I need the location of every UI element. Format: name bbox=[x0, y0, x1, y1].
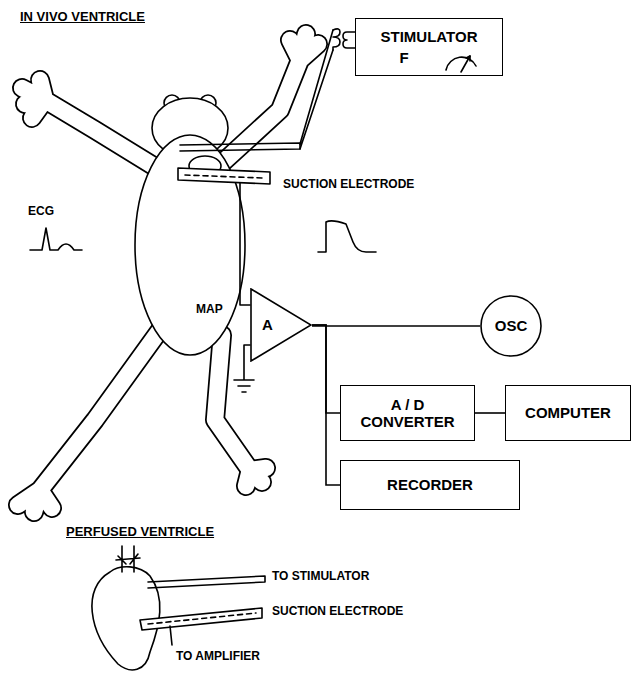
suction-electrode-stroke bbox=[240, 183, 250, 305]
frog-limbs bbox=[18, 34, 318, 512]
suction-electrode bbox=[178, 168, 270, 305]
stimulating-electrode-stroke bbox=[300, 30, 333, 149]
box-text: A / D CONVERTER bbox=[353, 396, 463, 431]
frog-limbs-stroke bbox=[215, 335, 266, 486]
stimulator-dial-stroke bbox=[461, 56, 470, 72]
perfused-heart-stroke bbox=[140, 608, 262, 630]
signal-wire bbox=[312, 325, 480, 327]
box-text: A bbox=[262, 316, 273, 333]
amplifier-outline bbox=[250, 288, 312, 362]
action-potential-trace bbox=[318, 221, 376, 252]
converter-box: A / D CONVERTER bbox=[340, 385, 475, 441]
frog-limbs-stroke bbox=[220, 34, 318, 165]
computer-box: COMPUTER bbox=[505, 385, 631, 441]
perfused-heart-stroke bbox=[116, 546, 140, 572]
signal-wire bbox=[475, 412, 505, 414]
frog-limbs-stroke bbox=[220, 34, 318, 165]
perfused-heart-stroke bbox=[148, 576, 265, 588]
part-label: TO STIMULATOR bbox=[272, 570, 369, 584]
box-text: OSC bbox=[495, 317, 528, 334]
amplifier-triangle: A bbox=[250, 288, 312, 362]
box-text: COMPUTER bbox=[525, 404, 611, 421]
box-text: STIMULATOR bbox=[381, 28, 478, 45]
frog-body bbox=[135, 95, 245, 355]
perfused-heart-stroke bbox=[170, 626, 172, 645]
stimulator-dial-stroke bbox=[466, 56, 470, 61]
oscilloscope-circle: OSC bbox=[480, 295, 542, 357]
signal-wire bbox=[312, 325, 340, 485]
stimulating-electrode bbox=[180, 30, 333, 151]
action-potential-trace-stroke bbox=[318, 221, 376, 252]
ecg-trace-stroke bbox=[30, 228, 82, 250]
suction-electrode-stroke bbox=[185, 175, 262, 178]
frog-limbs-stroke bbox=[18, 330, 160, 512]
stimulator-box: STIMULATOR F bbox=[355, 18, 503, 76]
suction-electrode-stroke bbox=[178, 168, 270, 184]
diagram-title: IN VIVO VENTRICLE bbox=[20, 10, 145, 25]
frog-limbs-stroke bbox=[22, 80, 160, 170]
perfused-heart-stroke bbox=[148, 613, 256, 624]
section-heading: PERFUSED VENTRICLE bbox=[66, 525, 214, 540]
signal-label: MAP bbox=[196, 303, 223, 317]
transformer-coil bbox=[333, 29, 355, 50]
stimulator-dial-stroke bbox=[446, 57, 476, 70]
frog-limbs-stroke bbox=[22, 80, 160, 170]
part-label: SUCTION ELECTRODE bbox=[283, 178, 414, 192]
part-label: TO AMPLIFIER bbox=[176, 650, 260, 664]
stimulating-electrode-stroke bbox=[180, 143, 300, 151]
amplifier-outline bbox=[251, 289, 311, 361]
stimulator-dial bbox=[446, 56, 476, 72]
signal-label: ECG bbox=[28, 205, 54, 219]
box-text: F bbox=[399, 49, 408, 66]
part-label: SUCTION ELECTRODE bbox=[272, 605, 403, 619]
circle-outline bbox=[481, 296, 541, 356]
transformer-coil-stroke bbox=[343, 32, 355, 48]
box-text: RECORDER bbox=[387, 476, 473, 493]
frog-limbs-stroke bbox=[215, 335, 266, 486]
ecg-trace bbox=[30, 228, 82, 250]
frog-limbs-stroke bbox=[18, 330, 160, 512]
perfused-heart bbox=[92, 546, 265, 670]
recorder-box: RECORDER bbox=[340, 460, 520, 510]
transformer-coil-stroke bbox=[333, 29, 340, 50]
